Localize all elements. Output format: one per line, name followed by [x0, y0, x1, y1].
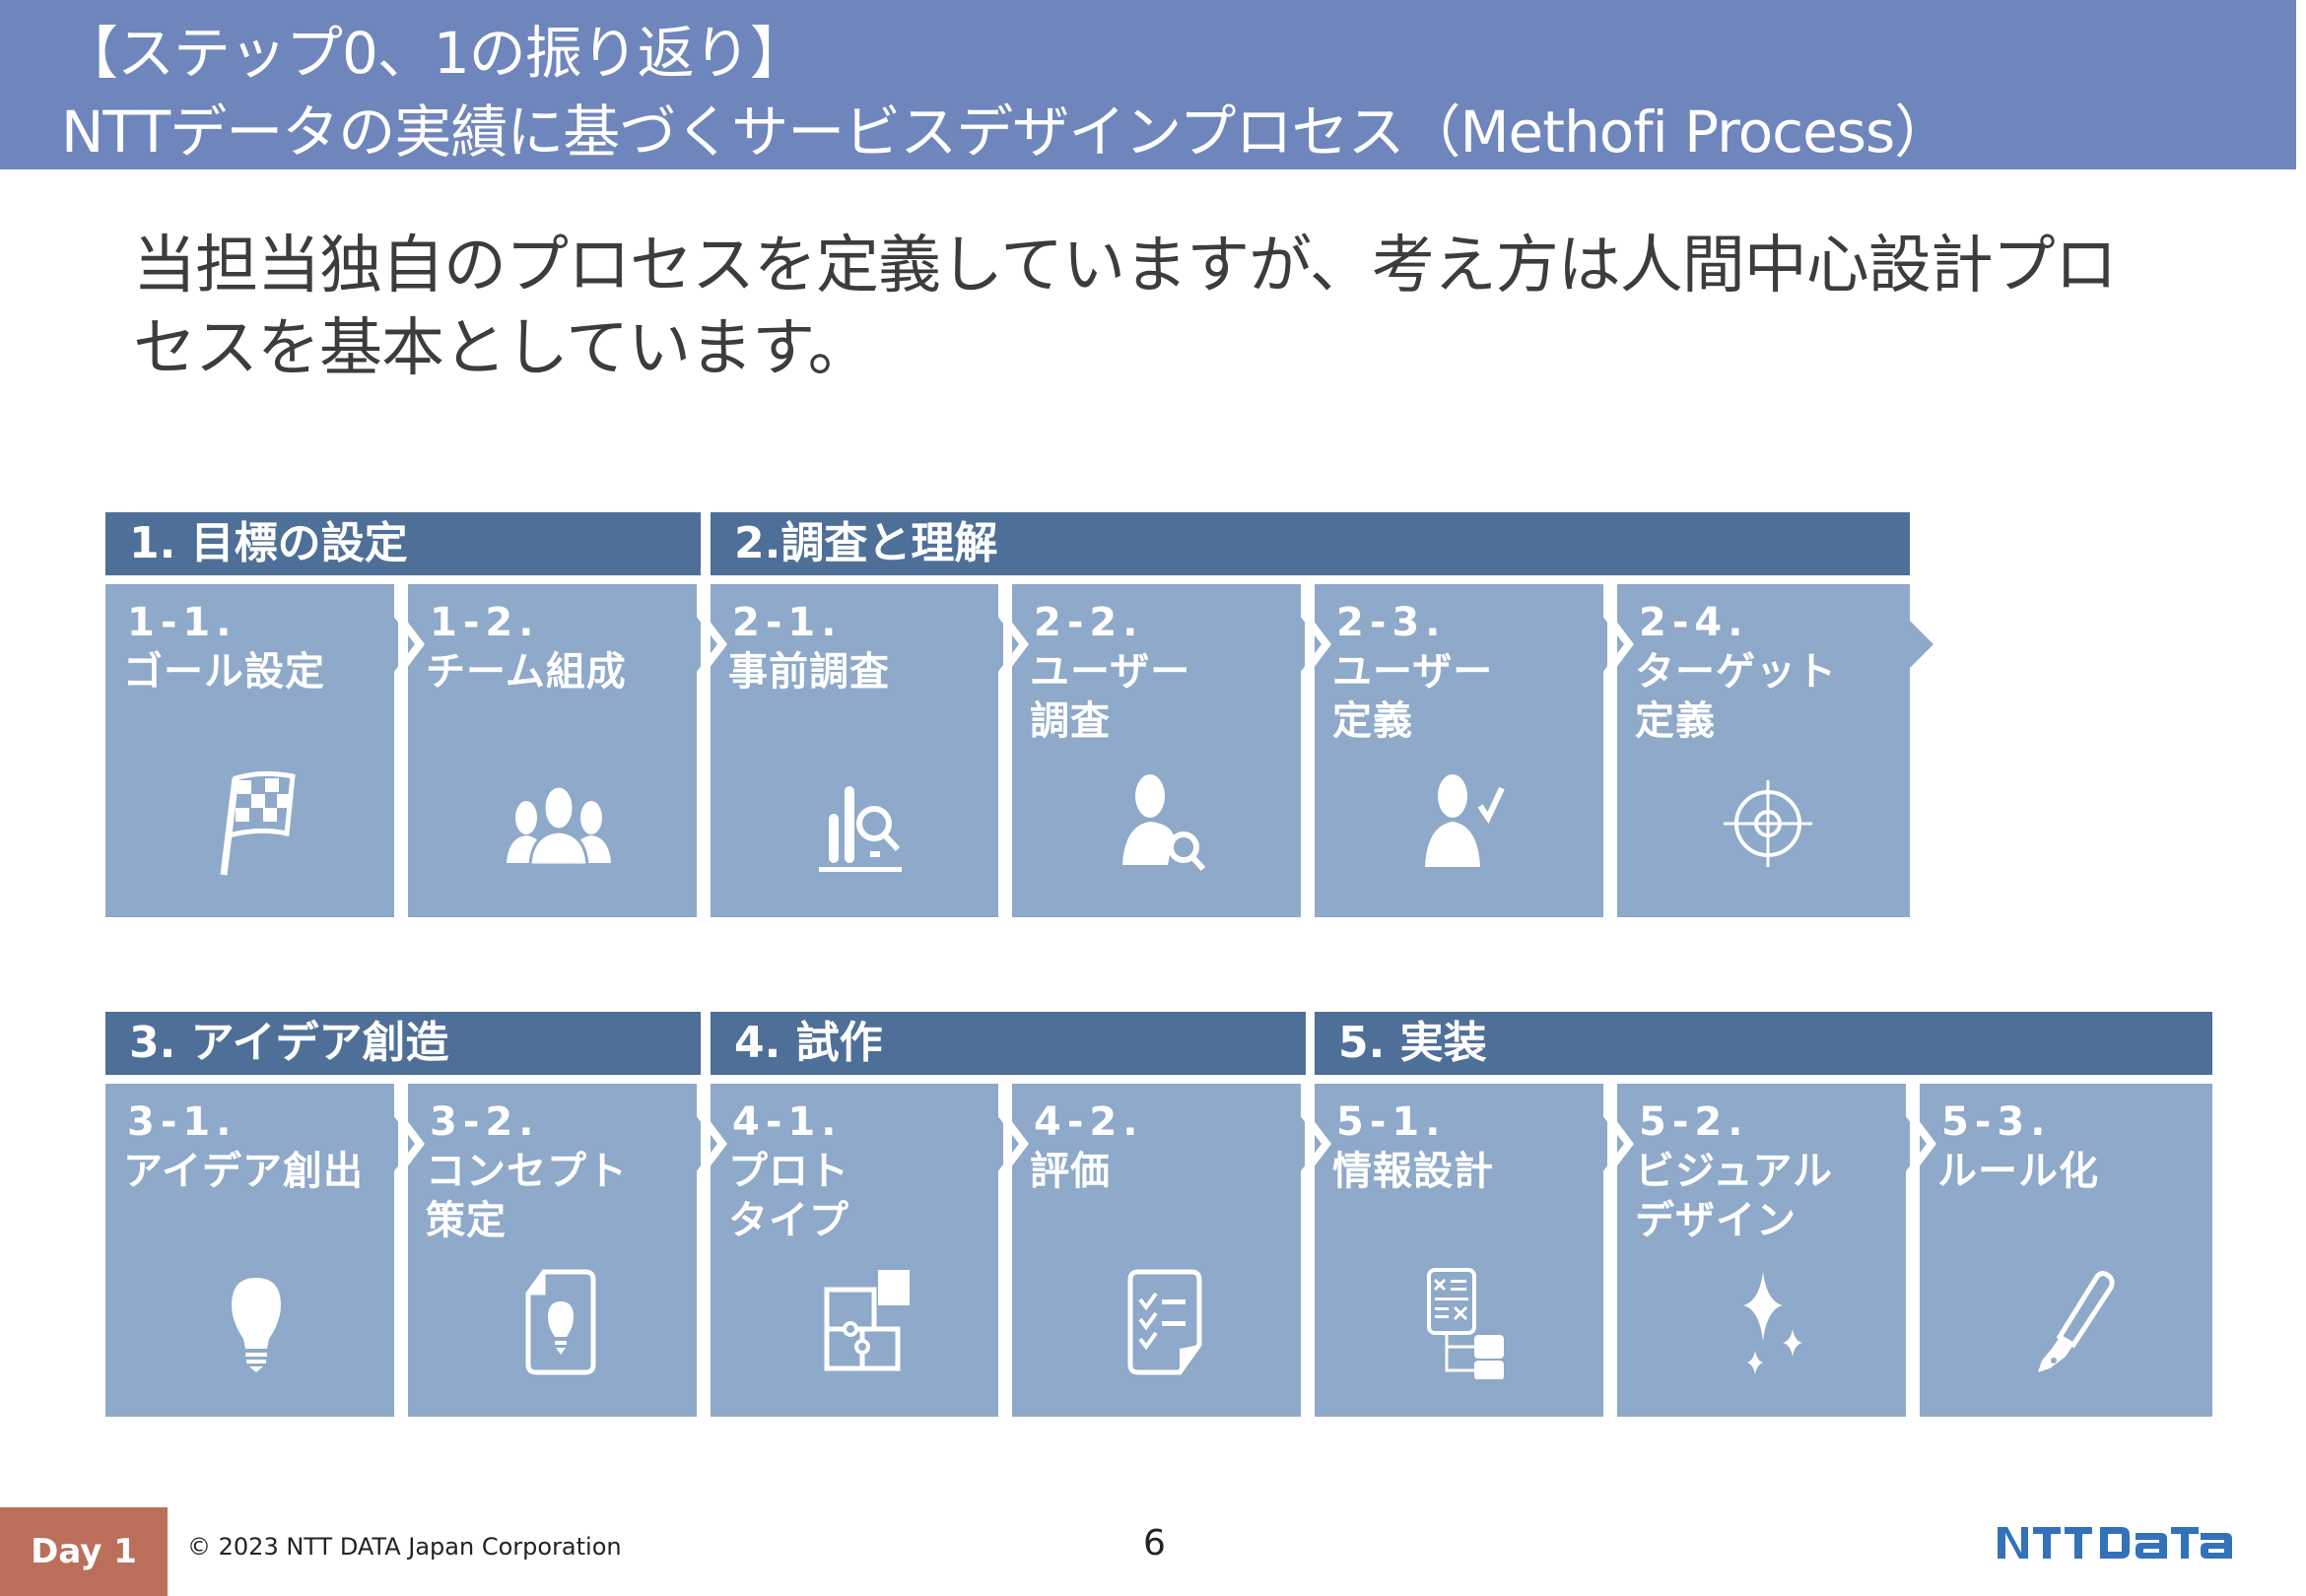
phase-header-ideation: 3. アイデア創造 [105, 1012, 701, 1075]
checklist-icon [1127, 1269, 1202, 1375]
target-icon [1724, 780, 1812, 867]
arrowhead-icon [1910, 621, 1933, 668]
team-icon [507, 784, 611, 867]
step-number: 4-1. [732, 1099, 843, 1145]
step-label: アイデア創出 [123, 1149, 364, 1194]
step-tile-1-1: 1-1. ゴール設定 [105, 584, 398, 917]
step-label: ターゲット定義 [1635, 649, 1837, 744]
checkered-flag-icon [220, 770, 296, 876]
step-tile-5-1: 5-1. 情報設計 [1315, 1084, 1607, 1417]
step-tile-2-1: 2-1. 事前調査 [711, 584, 1003, 917]
step-number: 2-2. [1034, 600, 1144, 645]
sparkle-icon [1743, 1272, 1802, 1374]
document-lightbulb-icon [525, 1269, 596, 1375]
slide-title-line-1: 【ステップ0、1の振り返り】 [61, 20, 807, 87]
step-tile-2-4: 2-4. ターゲット定義 [1617, 584, 1910, 917]
step-label: ビジュアルデザイン [1635, 1149, 1833, 1243]
step-label: チーム組成 [426, 649, 627, 695]
step-label: 事前調査 [728, 649, 890, 695]
step-number: 5-2. [1639, 1099, 1749, 1145]
step-number: 2-4. [1639, 600, 1749, 645]
step-number: 2-1. [732, 600, 843, 645]
step-number: 2-3. [1336, 600, 1447, 645]
step-number: 5-1. [1336, 1099, 1447, 1145]
step-tile-3-1: 3-1. アイデア創出 [105, 1084, 398, 1417]
step-number: 3-1. [127, 1099, 237, 1145]
step-tile-4-1: 4-1. プロトタイプ [711, 1084, 1003, 1417]
step-tile-2-3: 2-3. ユーザー定義 [1315, 584, 1607, 917]
step-label: ユーザー定義 [1332, 649, 1494, 744]
step-label: ルール化 [1937, 1149, 2099, 1194]
step-label: コンセプト策定 [426, 1149, 628, 1243]
lightbulb-icon [232, 1278, 281, 1372]
phase-header-implementation: 5. 実装 [1315, 1012, 2212, 1075]
step-label: ユーザー調査 [1030, 649, 1191, 744]
step-label: プロトタイプ [728, 1149, 849, 1243]
step-label: ゴール設定 [123, 649, 325, 695]
day-badge: Day 1 [0, 1507, 168, 1596]
step-tile-5-3: 5-3. ルール化 [1920, 1084, 2212, 1417]
subtitle-line-1: 当担当独自のプロセスを定義していますが、考え方は人間中心設計プロ [133, 230, 2118, 302]
slide-subtitle: 当担当独自のプロセスを定義していますが、考え方は人間中心設計プロ セスを基本とし… [133, 225, 2153, 390]
sitemap-icon [1427, 1268, 1504, 1379]
user-search-icon [1122, 774, 1206, 872]
ntt-data-logo [1998, 1527, 2232, 1559]
puzzle-icon [824, 1270, 910, 1371]
step-tile-3-2: 3-2. コンセプト策定 [408, 1084, 701, 1417]
step-label: 情報設計 [1332, 1149, 1494, 1194]
chart-search-icon [819, 786, 902, 872]
step-tile-4-2: 4-2. 評価 [1012, 1084, 1305, 1417]
step-number: 1-1. [127, 600, 237, 645]
phase-header-research: 2.調査と理解 [711, 512, 1910, 575]
step-tile-2-2: 2-2. ユーザー調査 [1012, 584, 1305, 917]
user-check-icon [1425, 774, 1505, 867]
step-tile-5-2: 5-2. ビジュアルデザイン [1617, 1084, 1910, 1417]
slide-title-line-2: NTTデータの実績に基づくサービスデザインプロセス（Methofi Proces… [61, 99, 1951, 166]
phase-header-goal-setting: 1. 目標の設定 [105, 512, 701, 575]
step-number: 3-2. [430, 1099, 540, 1145]
step-tile-1-2: 1-2. チーム組成 [408, 584, 701, 917]
page-number: 6 [1143, 1523, 1166, 1563]
step-number: 1-2. [430, 600, 540, 645]
step-number: 4-2. [1034, 1099, 1144, 1145]
copyright-text: © 2023 NTT DATA Japan Corporation [187, 1533, 622, 1561]
phase-header-prototype: 4. 試作 [711, 1012, 1306, 1075]
step-label: 評価 [1030, 1149, 1111, 1194]
step-number: 5-3. [1941, 1099, 2052, 1145]
fountain-pen-icon [2038, 1271, 2115, 1372]
subtitle-line-2: セスを基本としています。 [133, 312, 871, 385]
title-band: 【ステップ0、1の振り返り】 NTTデータの実績に基づくサービスデザインプロセス… [0, 0, 2296, 169]
